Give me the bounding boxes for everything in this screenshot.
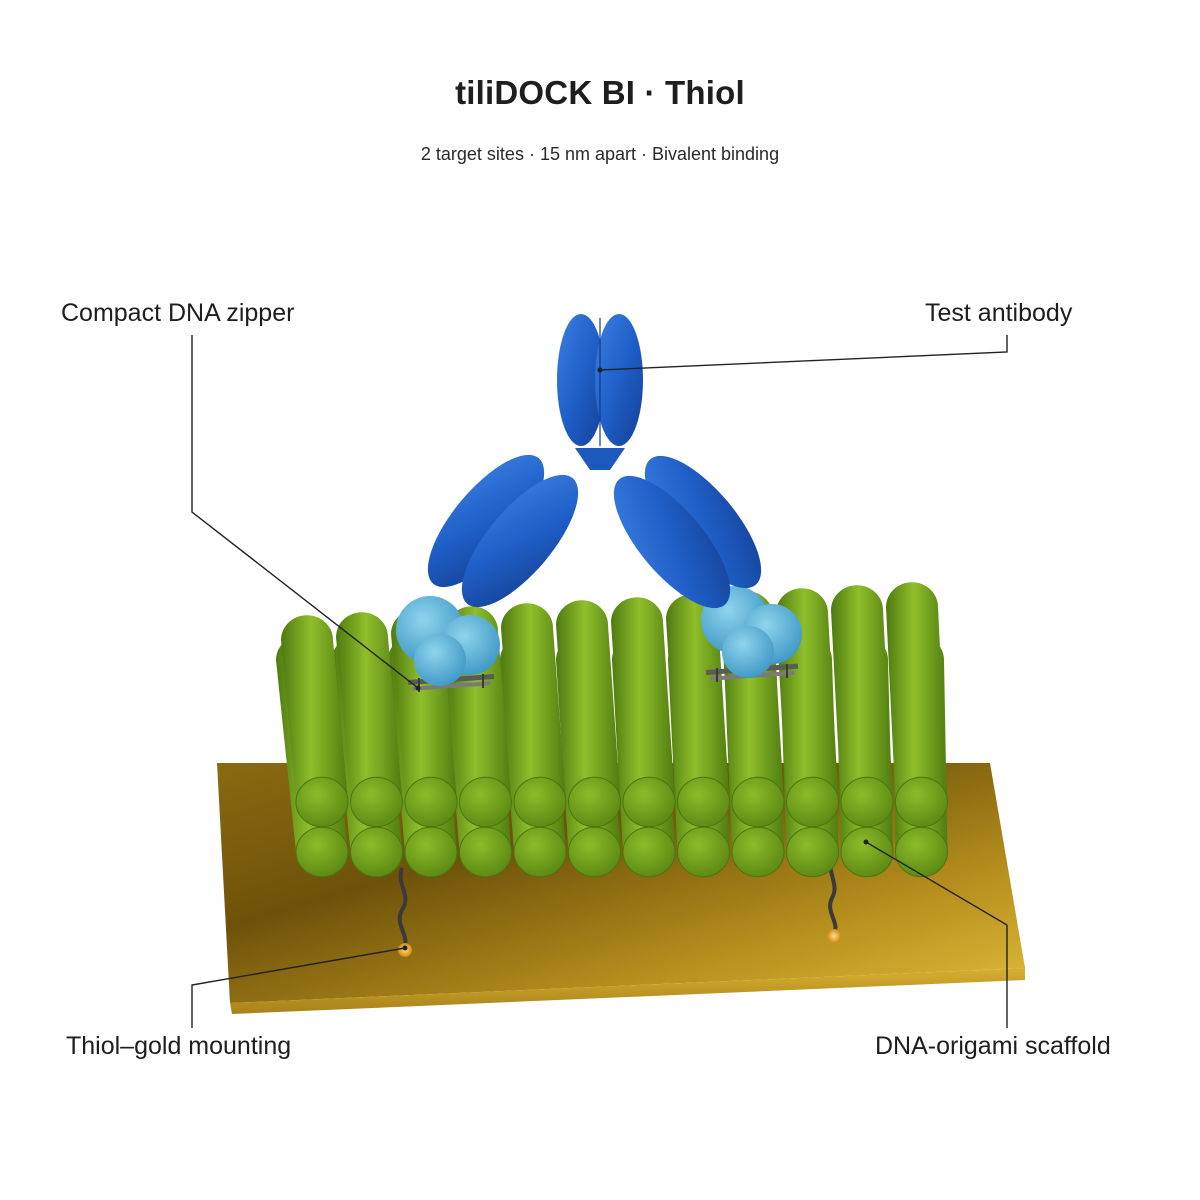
label-dna-origami-scaffold: DNA-origami scaffold (875, 1032, 1111, 1060)
helix-top (611, 597, 676, 828)
leader-thiol (191, 947, 406, 1028)
leader-scaffold (865, 841, 1008, 1028)
helix-top (886, 582, 948, 828)
test-antibody (427, 314, 762, 609)
label-thiol-gold-mounting: Thiol–gold mounting (66, 1032, 292, 1060)
helix-top (336, 612, 403, 828)
page-subtitle: 2 target sites · 15 nm apart · Bivalent … (420, 144, 780, 164)
dna-origami-scaffold (276, 582, 948, 878)
label-compact-dna-zipper: Compact DNA zipper (61, 299, 295, 327)
helix-top (281, 615, 349, 828)
leader-lines (191, 335, 1008, 1028)
helix-top (501, 603, 567, 828)
helix-top (776, 588, 839, 828)
label-test-antibody: Test antibody (925, 299, 1073, 327)
page-title: tiliDOCK BI · Thiol (455, 74, 745, 111)
helix-top (556, 600, 621, 828)
helix-top (831, 585, 894, 828)
leader-zipper (191, 335, 419, 689)
target-antigens (396, 586, 802, 686)
leader-antibody (599, 335, 1008, 371)
